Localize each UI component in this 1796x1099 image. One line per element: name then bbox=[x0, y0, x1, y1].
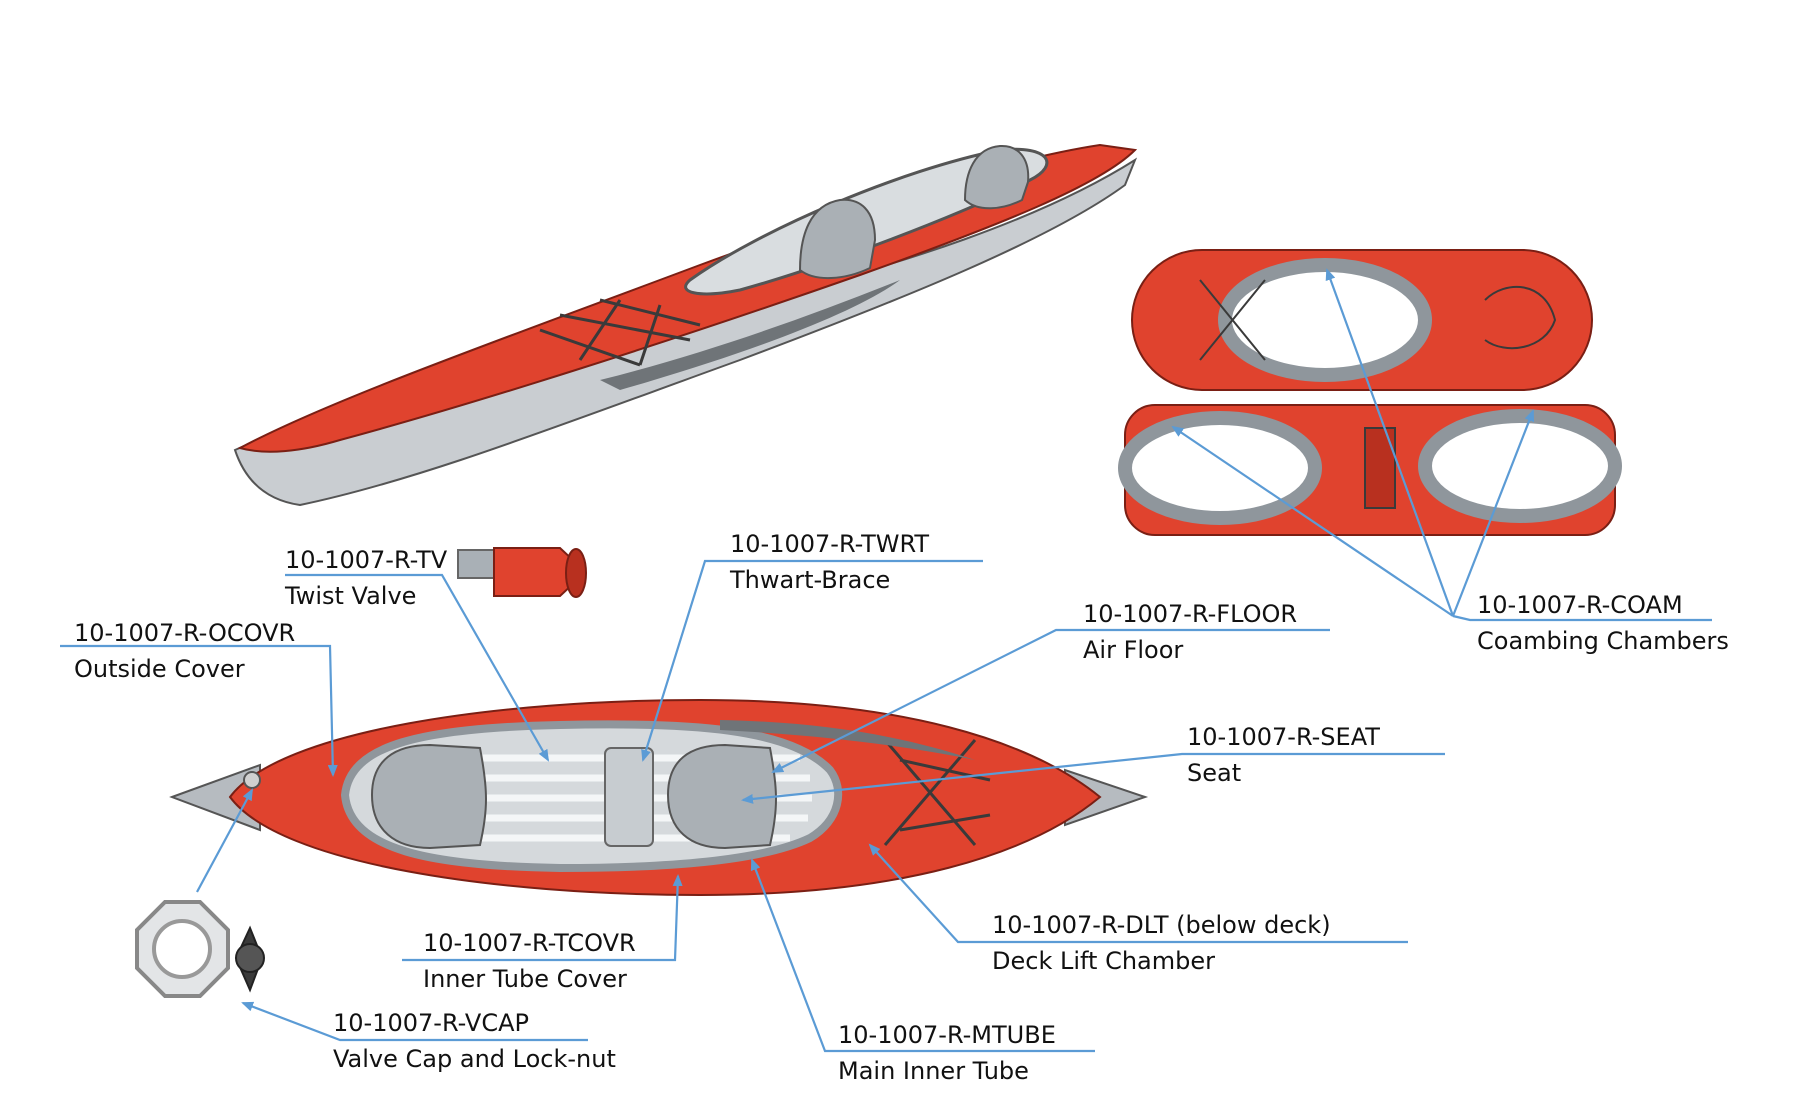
leader-lines bbox=[60, 268, 1712, 1053]
leader-dlt bbox=[868, 843, 1408, 944]
leader-ocovr bbox=[60, 644, 338, 777]
label-tcovr-code: 10-1007-R-TCOVR bbox=[423, 929, 636, 957]
leader-mtube bbox=[750, 858, 1095, 1053]
kayak-perspective-bungees bbox=[539, 298, 701, 367]
label-seat-code: 10-1007-R-SEAT bbox=[1187, 723, 1380, 751]
kayak-perspective-seat-front bbox=[963, 144, 1030, 210]
coaming-chambers-illustration bbox=[1118, 404, 1622, 536]
twist-valve-tube bbox=[457, 549, 495, 579]
valve-lock-nut-hole bbox=[152, 919, 212, 979]
kayak-perspective-seat-rear bbox=[798, 198, 877, 280]
label-tv-name: Twist Valve bbox=[284, 582, 416, 610]
label-seat-name: Seat bbox=[1187, 759, 1241, 787]
kayak-top-stripe bbox=[720, 720, 975, 760]
label-twrt-code: 10-1007-R-TWRT bbox=[730, 530, 929, 558]
label-vcap-code: 10-1007-R-VCAP bbox=[333, 1009, 529, 1037]
kayak-top-thwart-brace bbox=[604, 747, 654, 847]
kayak-top-seat-front bbox=[666, 743, 777, 850]
coaming-cover-illustration bbox=[1131, 249, 1593, 391]
coaming-ring-left bbox=[1118, 411, 1322, 525]
leader-vcap bbox=[241, 1001, 588, 1042]
label-tv-code: 10-1007-R-TV bbox=[285, 546, 448, 574]
leader-vcap-to-valve bbox=[196, 788, 253, 893]
kayak-top-bow-valve bbox=[243, 771, 261, 789]
kayak-perspective-stripe bbox=[600, 280, 900, 390]
twist-valve-cap bbox=[565, 548, 587, 598]
label-floor-name: Air Floor bbox=[1083, 636, 1183, 664]
kayak-top-deck-bungees bbox=[883, 739, 991, 846]
leader-twrt bbox=[641, 559, 983, 762]
label-dlt-code: 10-1007-R-DLT (below deck) bbox=[992, 911, 1331, 939]
leader-seat bbox=[741, 752, 1445, 804]
label-tcovr-name: Inner Tube Cover bbox=[423, 965, 627, 993]
label-dlt-name: Deck Lift Chamber bbox=[992, 947, 1215, 975]
valve-cap-knob bbox=[235, 943, 265, 973]
label-coam-name: Coambing Chambers bbox=[1477, 627, 1729, 655]
label-twrt-name: Thwart-Brace bbox=[729, 566, 890, 594]
valve-cap-illustration bbox=[135, 900, 265, 998]
part-labels: 10-1007-R-TV Twist Valve 10-1007-R-TWRT … bbox=[74, 530, 1729, 1085]
kayak-perspective-illustration bbox=[233, 143, 1138, 507]
label-ocovr-name: Outside Cover bbox=[74, 655, 245, 683]
twist-valve-illustration bbox=[457, 547, 587, 598]
twist-valve-body bbox=[493, 547, 576, 597]
coaming-top-ring bbox=[1218, 258, 1432, 382]
label-ocovr-code: 10-1007-R-OCOVR bbox=[74, 619, 295, 647]
label-vcap-name: Valve Cap and Lock-nut bbox=[333, 1045, 616, 1073]
coaming-center-pocket bbox=[1364, 427, 1396, 509]
leader-coam-right bbox=[1451, 409, 1535, 617]
leader-coam-top bbox=[1325, 268, 1455, 617]
leader-coam-left bbox=[1171, 425, 1454, 617]
leader-tcovr bbox=[402, 874, 683, 962]
leader-tv bbox=[285, 573, 549, 762]
leader-coam-base bbox=[1452, 614, 1712, 622]
label-coam-code: 10-1007-R-COAM bbox=[1477, 591, 1683, 619]
label-mtube-name: Main Inner Tube bbox=[838, 1057, 1029, 1085]
label-floor-code: 10-1007-R-FLOOR bbox=[1083, 600, 1297, 628]
coaming-top-cover-lines bbox=[1199, 279, 1557, 361]
label-mtube-code: 10-1007-R-MTUBE bbox=[838, 1021, 1056, 1049]
leader-floor bbox=[771, 628, 1330, 773]
coaming-ring-right bbox=[1418, 409, 1622, 523]
kayak-top-seat-rear bbox=[370, 743, 487, 850]
kayak-top-view-illustration bbox=[169, 698, 1149, 897]
